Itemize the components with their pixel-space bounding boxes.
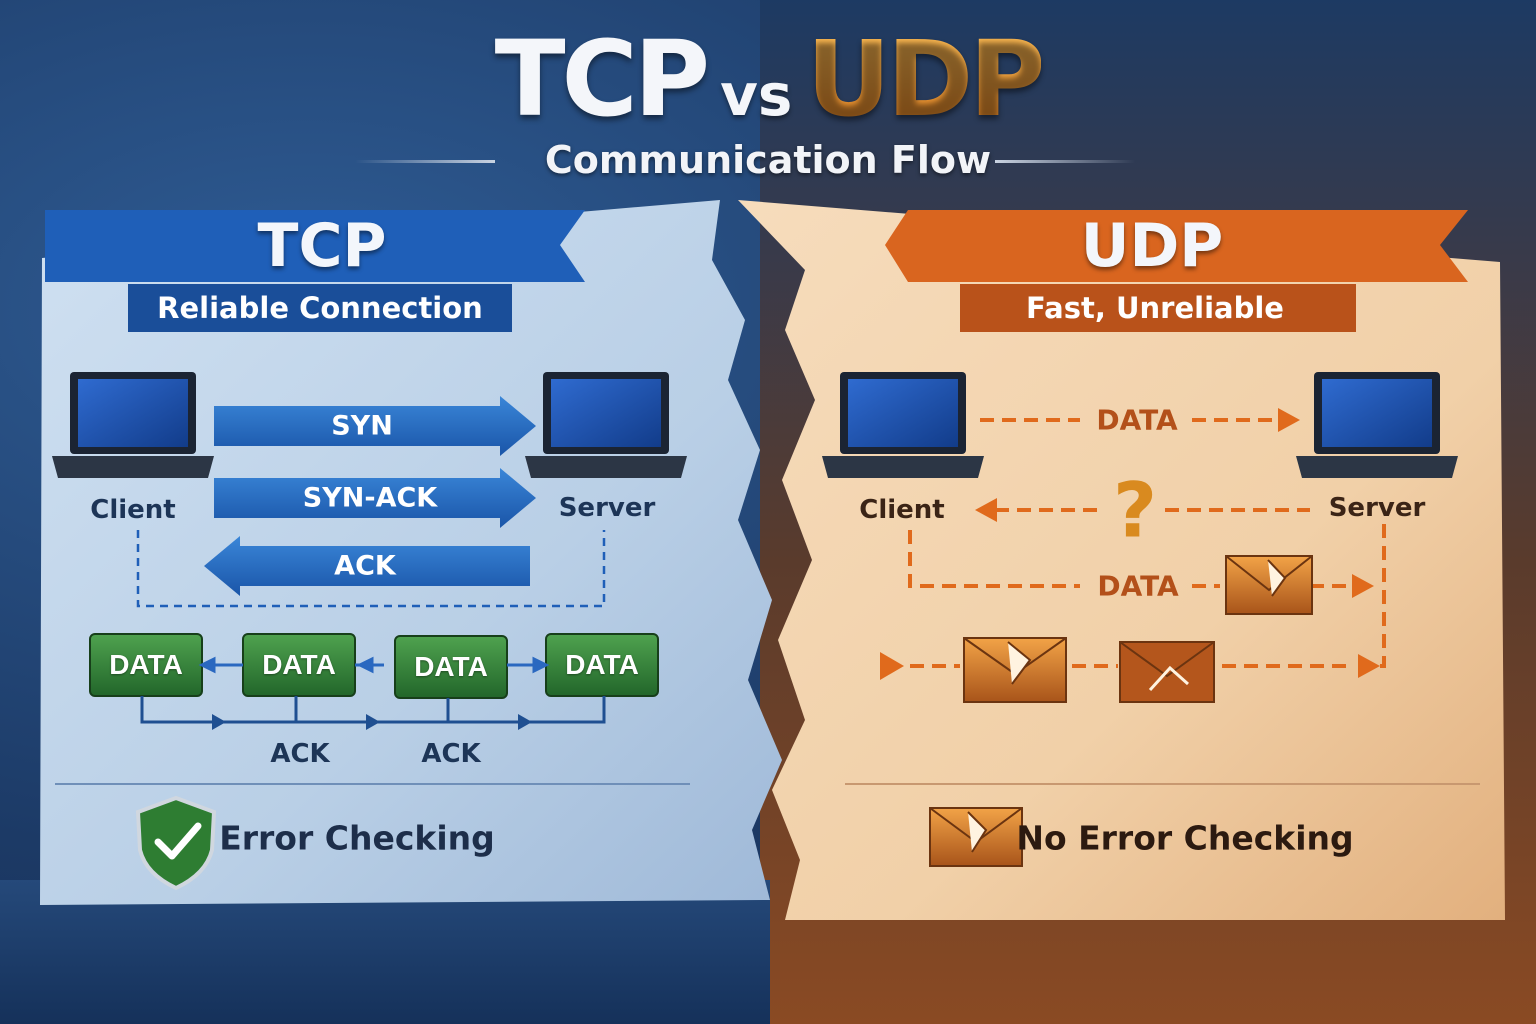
syn-ack-label: SYN-ACK (302, 482, 438, 514)
page-subtitle: Communication Flow (544, 138, 992, 182)
udp-client-label: Client (859, 495, 945, 525)
subtitle-line-left (355, 160, 495, 163)
udp-server-laptop-icon (1296, 372, 1458, 478)
ack-flow-label-1: ACK (270, 739, 330, 769)
udp-ribbon-label: Fast, Unreliable (1026, 291, 1284, 325)
tcp-banner-shape (45, 210, 585, 282)
title-vs: vs (720, 61, 793, 129)
data-block-1-label: DATA (109, 649, 183, 680)
tcp-client-laptop-icon (52, 372, 214, 478)
broken-envelope-icon-2 (963, 637, 1067, 703)
data-block-2-label: DATA (262, 649, 336, 680)
data-link-arrows (198, 656, 550, 674)
udp-dashed-flows (908, 418, 1386, 668)
data-block-3-label: DATA (414, 651, 488, 682)
ack-flow-arrowheads (212, 714, 532, 730)
syn-arrow (214, 396, 536, 456)
udp-banner-title: UDP (1080, 211, 1224, 281)
tcp-server-label: Server (558, 493, 656, 523)
udp-server-label: Server (1328, 493, 1426, 523)
data-block-4-label: DATA (565, 649, 639, 680)
ack-arrow (204, 536, 530, 596)
udp-question-mark: ? (1112, 465, 1158, 555)
udp-banner-shape (885, 210, 1468, 282)
syn-ack-arrow (214, 468, 536, 528)
tcp-ribbon-label: Reliable Connection (157, 291, 483, 325)
tcp-server-laptop-icon (525, 372, 687, 478)
tcp-banner-title: TCP (257, 211, 387, 281)
broken-envelope-icon-1 (1225, 555, 1313, 615)
udp-arrowheads (880, 408, 1380, 680)
udp-data-label-2: DATA (1097, 569, 1179, 603)
ack-flow-label-2: ACK (421, 739, 481, 769)
udp-client-laptop-icon (822, 372, 984, 478)
tcp-footer-label: Error Checking (219, 818, 495, 858)
udp-data-label-1: DATA (1096, 403, 1178, 437)
tcp-ribbon-shape (128, 284, 512, 332)
udp-footer-label: No Error Checking (1016, 818, 1354, 858)
shield-check-icon (135, 795, 217, 891)
title-tcp: TCP (494, 18, 710, 140)
data-block-3 (394, 635, 508, 699)
tcp-dashed-link (136, 530, 606, 608)
title-udp: UDP (806, 18, 1045, 140)
syn-label: SYN (331, 410, 393, 442)
broken-envelope-icon (929, 807, 1023, 867)
tcp-client-label: Client (90, 495, 176, 525)
broken-envelope-icon-3 (1119, 641, 1215, 703)
ack-label: ACK (334, 550, 396, 582)
udp-ribbon-shape (960, 284, 1356, 332)
